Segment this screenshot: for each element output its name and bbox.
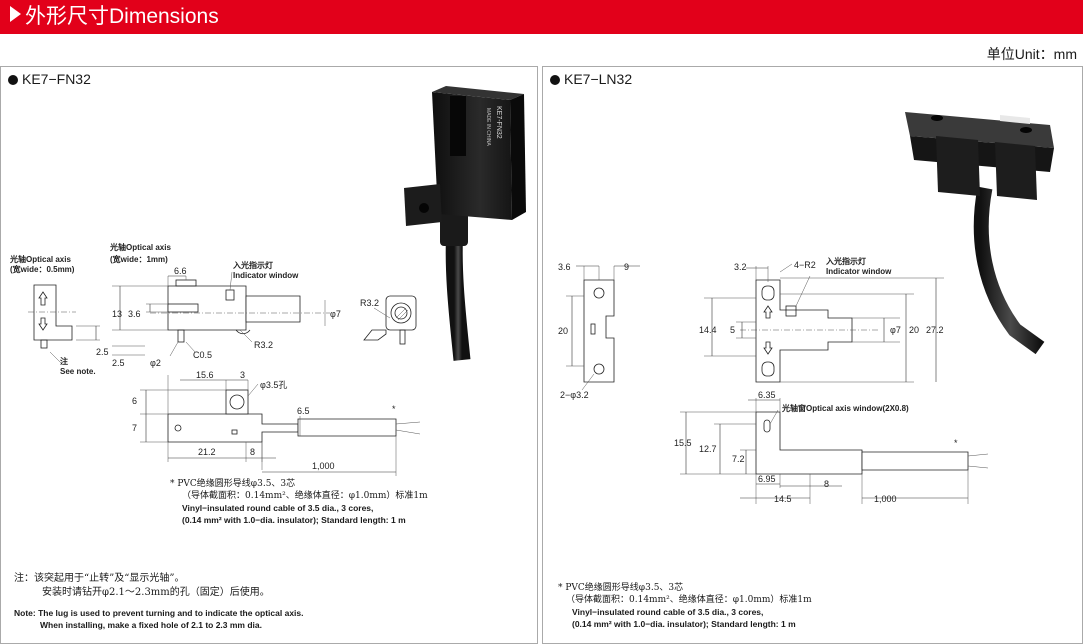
- dim-3: 3: [240, 370, 245, 380]
- lug-view-left: [28, 284, 100, 365]
- photo-label-line1: KE7-FN32: [495, 106, 502, 139]
- dim-2-phi3-2: 2−φ3.2: [560, 390, 589, 400]
- installation-note-en1: Note: The lug is used to prevent turning…: [14, 608, 304, 618]
- dim-r3-2: R3.2: [254, 340, 273, 350]
- dim-2-5-b: 2.5: [112, 358, 125, 368]
- model-title-ln32: KE7−LN32: [550, 71, 632, 87]
- dim-1000-right: 1,000: [874, 494, 897, 504]
- dim-c0-5: C0.5: [193, 350, 212, 360]
- dim-hole-phi3-5: φ3.5孔: [260, 380, 287, 390]
- front-view-left: [112, 271, 330, 357]
- cable-note-left-en2: (0.14 mm² with 1.0−dia. insulator); Stan…: [182, 515, 406, 525]
- dim-4-r2: 4−R2: [794, 260, 816, 270]
- dim-phi2: φ2: [150, 358, 161, 368]
- end-view-left: [363, 295, 417, 345]
- dim-6-35: 6.35: [758, 390, 776, 400]
- dim-6-5: 6.5: [297, 406, 310, 416]
- triangle-icon: [10, 6, 21, 22]
- dim-r3-2-b: R3.2: [360, 298, 379, 308]
- dim-5: 5: [730, 325, 735, 335]
- cable-note-right-zh2: （导体截面积：0.14mm²、绝缘体直径：φ1.0mm）标准1m: [566, 595, 812, 605]
- installation-note-zh1: 注：该突起用于“止转”及“显示光轴”。: [14, 573, 185, 584]
- dim-8-left: 8: [250, 447, 255, 457]
- dim-2-5-a: 2.5: [96, 347, 109, 357]
- front-view-right: [566, 265, 640, 391]
- dim-7-2: 7.2: [732, 454, 745, 464]
- page-title-text: 外形尺寸Dimensions: [25, 5, 219, 28]
- top-view-right: [680, 398, 989, 504]
- dim-15-6: 15.6: [196, 370, 214, 380]
- model-title-fn32: KE7−FN32: [8, 71, 91, 87]
- bullet-icon: [8, 75, 18, 85]
- dim-13: 13: [112, 309, 122, 319]
- dim-6: 6: [132, 396, 137, 406]
- bullet-icon: [550, 75, 560, 85]
- cable-note-right-en2: (0.14 mm² with 1.0−dia. insulator); Stan…: [572, 619, 796, 629]
- dim-20: 20: [558, 326, 568, 336]
- cable-note-left-zh1: * PVC绝缘圆形导线φ3.5、3芯: [170, 479, 296, 489]
- dim-14-4: 14.4: [699, 325, 717, 335]
- cable-note-right-zh1: * PVC绝缘圆形导线φ3.5、3芯: [558, 583, 684, 593]
- axis-window-label: 光轴窗Optical axis window(2X0.8): [781, 403, 909, 413]
- cable-note-left: * PVC绝缘圆形导线φ3.5、3芯 （导体截面积：0.14mm²、绝缘体直径：…: [170, 478, 428, 526]
- installation-note: 注：该突起用于“止转”及“显示光轴”。 安装时请钻开φ2.1～2.3mm的孔（固…: [14, 572, 270, 600]
- model-name-ln32: KE7−LN32: [564, 71, 633, 87]
- model-name-fn32: KE7−FN32: [22, 71, 91, 87]
- installation-note-en: Note: The lug is used to prevent turning…: [14, 607, 304, 631]
- indicator-en-left: Indicator window: [233, 271, 299, 280]
- cable-note-right: * PVC绝缘圆形导线φ3.5、3芯 （导体截面积：0.14mm²、绝缘体直径：…: [558, 582, 812, 630]
- product-photo-ln32: [905, 112, 1054, 355]
- indicator-en-right: Indicator window: [826, 267, 892, 276]
- dim-7: 7: [132, 423, 137, 433]
- dim-3-6-right: 3.6: [558, 262, 571, 272]
- indicator-zh-left: 入光指示灯: [232, 260, 273, 270]
- dim-21-2: 21.2: [198, 447, 216, 457]
- axis-width-1: (宽wide：1mm): [110, 254, 168, 264]
- installation-note-zh2: 安装时请钻开φ2.1～2.3mm的孔（固定）后使用。: [42, 587, 270, 598]
- dim-8-right: 8: [824, 479, 829, 489]
- see-note: See note.: [60, 367, 96, 376]
- dim-3-2: 3.2: [734, 262, 747, 272]
- axis-width-05: (宽wide：0.5mm): [10, 264, 75, 274]
- optical-axis-label-2: 光轴Optical axis: [109, 242, 171, 252]
- dim-6-6: 6.6: [174, 266, 187, 276]
- dim-27-2: 27.2: [926, 325, 944, 335]
- installation-note-en2: When installing, make a fixed hole of 2.…: [40, 620, 262, 630]
- dim-15-5: 15.5: [674, 438, 692, 448]
- dim-3-6-left: 3.6: [128, 309, 141, 319]
- star-right: *: [954, 438, 958, 448]
- photo-label-line2: MADE IN CHINA: [485, 108, 491, 146]
- optical-axis-label: 光轴Optical axis: [9, 254, 71, 264]
- dim-phi7-right: φ7: [890, 325, 901, 335]
- dim-14-5: 14.5: [774, 494, 792, 504]
- dim-12-7: 12.7: [699, 444, 717, 454]
- page-title: 外形尺寸Dimensions: [10, 4, 219, 30]
- dim-6-95: 6.95: [758, 474, 776, 484]
- star-left: *: [392, 404, 396, 414]
- note-zh: 注: [60, 356, 68, 366]
- dim-phi7-left: φ7: [330, 309, 341, 319]
- cable-note-left-zh2: （导体截面积：0.14mm²、绝缘体直径：φ1.0mm）标准1m: [182, 491, 428, 501]
- dim-1000-left: 1,000: [312, 461, 335, 471]
- dim-9: 9: [624, 262, 629, 272]
- top-view-left: [140, 375, 421, 476]
- header-bar: 外形尺寸Dimensions: [0, 0, 1083, 34]
- indicator-zh-right: 入光指示灯: [825, 256, 866, 266]
- side-view-right: [704, 263, 944, 383]
- unit-label: 单位Unit：mm: [986, 46, 1077, 62]
- product-photo-fn32: KE7-FN32 MADE IN CHINA: [404, 86, 526, 361]
- dim-20-b: 20: [909, 325, 919, 335]
- cable-note-right-en1: Vinyl−insulated round cable of 3.5 dia.,…: [572, 607, 764, 617]
- cable-note-left-en1: Vinyl−insulated round cable of 3.5 dia.,…: [182, 503, 374, 513]
